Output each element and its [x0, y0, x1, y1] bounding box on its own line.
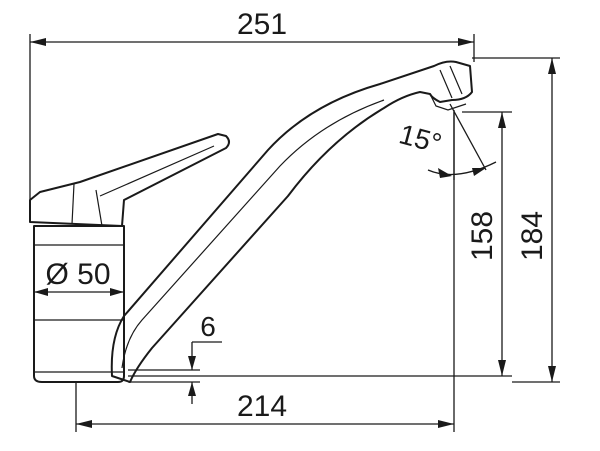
- label-184: 184: [516, 211, 549, 261]
- spout-inner-line: [121, 99, 385, 369]
- aerator-detail: [429, 65, 467, 111]
- arrow-angle-left: [438, 168, 452, 178]
- arrow-diameter-right: [110, 288, 124, 296]
- label-251: 251: [237, 8, 287, 41]
- arrow-angle-right: [472, 168, 486, 176]
- arrow-251-right: [458, 38, 474, 46]
- label-214: 214: [237, 390, 287, 423]
- label-angle-15: 15°: [396, 118, 445, 159]
- dimension-6: 6: [128, 311, 222, 404]
- arrow-184-top: [548, 58, 556, 74]
- faucet-spout: [110, 60, 473, 383]
- label-6: 6: [200, 311, 216, 342]
- dimension-184: 184: [472, 57, 560, 383]
- angle-ref-tilted: [449, 103, 487, 171]
- label-diameter-50: Ø 50: [45, 258, 110, 291]
- dimension-angle-15: 15°: [396, 103, 497, 180]
- lever-detail: [71, 145, 215, 227]
- arrow-diameter-left: [34, 288, 48, 296]
- arrow-6-up: [188, 382, 196, 396]
- dimension-diameter-50: Ø 50: [34, 258, 124, 296]
- label-158: 158: [466, 211, 499, 261]
- arrow-6-down: [188, 356, 196, 370]
- arrow-158-bottom: [498, 360, 506, 376]
- arrow-214-right: [438, 420, 454, 428]
- dimension-251: 251: [29, 8, 475, 200]
- arrow-158-top: [498, 112, 506, 128]
- faucet-lever-handle: [29, 133, 230, 227]
- dimension-214: 214: [75, 110, 455, 432]
- faucet-outline: [29, 60, 473, 383]
- angle-arc: [427, 161, 497, 176]
- arrow-214-left: [76, 420, 92, 428]
- faucet-base-cylinder: [33, 225, 125, 383]
- arrow-184-bottom: [548, 366, 556, 382]
- dimension-158: 158: [128, 111, 512, 377]
- arrow-251-left: [30, 38, 46, 46]
